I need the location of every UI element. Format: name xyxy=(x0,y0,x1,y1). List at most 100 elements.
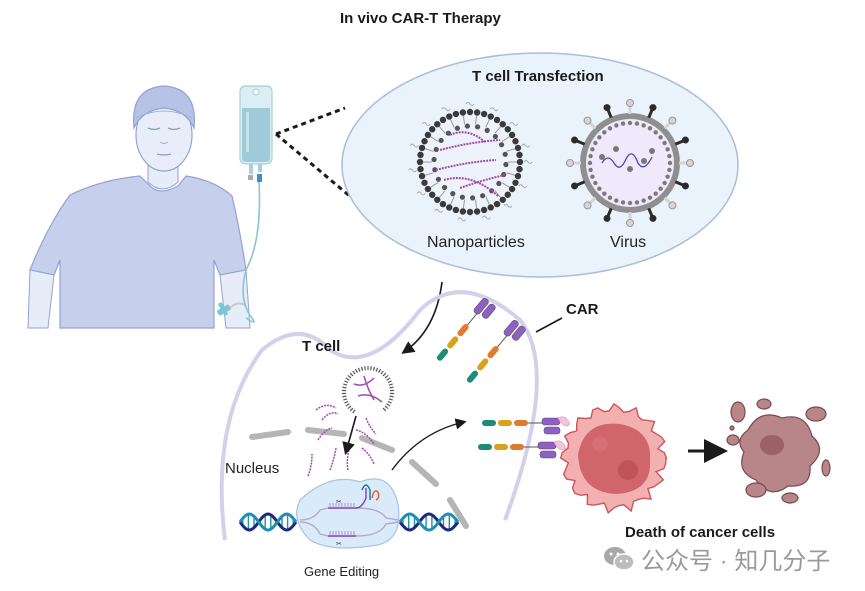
lipid-tail xyxy=(501,182,510,188)
endosome-lipid xyxy=(387,380,392,384)
endosome-lipid xyxy=(344,380,349,384)
zoom-line-top xyxy=(275,106,346,136)
inner-lipid xyxy=(450,191,456,197)
matrix-protein xyxy=(590,147,595,152)
mrna-cargo xyxy=(443,177,499,197)
transfection-title: T cell Transfection xyxy=(472,68,604,85)
dna-strand xyxy=(238,512,298,532)
matrix-protein xyxy=(614,123,619,128)
lipid-head xyxy=(480,206,488,214)
matrix-protein xyxy=(647,126,653,131)
matrix-protein xyxy=(607,195,613,200)
lipid-head xyxy=(493,200,501,208)
inner-lipid xyxy=(502,151,508,157)
gene-editing-complex: ✂ ✂ xyxy=(296,478,400,549)
matrix-protein xyxy=(665,147,670,152)
dna-unwound xyxy=(299,521,329,537)
scfv-heavy xyxy=(503,319,519,337)
mrna-strand xyxy=(355,429,375,445)
scfv-heavy xyxy=(537,441,557,450)
inner-lipid xyxy=(454,125,460,131)
endosome-icon xyxy=(342,366,394,414)
viral-vector-icon xyxy=(566,99,694,227)
wechat-icon xyxy=(603,545,635,573)
lipid-head xyxy=(459,109,467,116)
matrix-protein xyxy=(667,160,673,166)
lipid-tail xyxy=(474,199,478,209)
lipid-tail xyxy=(506,172,516,176)
lipid-head xyxy=(508,185,516,193)
lipid-head xyxy=(466,208,474,216)
car-hinge xyxy=(467,313,477,326)
car-receptor xyxy=(466,319,526,383)
matrix-protein xyxy=(667,167,672,173)
tumor-antigen xyxy=(557,416,571,427)
tumor-antigen xyxy=(553,440,567,451)
car-domain xyxy=(466,370,479,383)
peg-chain xyxy=(421,122,431,127)
patient-mouth xyxy=(156,153,172,156)
genome-protein xyxy=(641,158,647,164)
scfv-heavy xyxy=(541,417,561,426)
car-domain xyxy=(482,420,496,426)
matrix-protein xyxy=(614,198,619,203)
dna-helix-left xyxy=(238,512,298,532)
matrix-protein xyxy=(647,195,653,200)
lipid-head xyxy=(446,204,453,211)
lipid-head xyxy=(473,109,481,116)
watermark: 公众号 · 知几分子 xyxy=(603,541,830,576)
tcell-label: T cell xyxy=(302,338,341,355)
lipid-head xyxy=(487,113,494,120)
lipid-head xyxy=(434,196,441,203)
endosome-lipid xyxy=(389,386,394,389)
lipid-head xyxy=(516,151,523,159)
matrix-protein xyxy=(627,200,633,206)
inner-lipid xyxy=(432,167,438,173)
endosome-lipid xyxy=(354,368,358,374)
mrna-strand xyxy=(307,453,313,477)
inner-lipid xyxy=(498,142,505,148)
spike-head xyxy=(686,159,694,167)
matrix-protein xyxy=(634,200,640,205)
matrix-protein xyxy=(658,135,663,140)
inner-lipid xyxy=(435,176,442,182)
mrna-cargo xyxy=(449,131,486,143)
endosome-lipid xyxy=(364,366,366,371)
matrix-protein xyxy=(627,120,633,126)
mrna-cargo xyxy=(459,174,506,189)
lipid-head xyxy=(424,185,432,193)
lipid-nanoparticle-icon xyxy=(408,102,533,222)
scfv-heavy xyxy=(473,297,489,315)
endosome-lipid xyxy=(343,383,348,386)
inner-lipid xyxy=(496,180,502,187)
car-receptor xyxy=(482,417,561,435)
matrix-protein xyxy=(667,153,672,159)
dna-helix-right xyxy=(398,512,460,532)
dna-unwound xyxy=(299,507,329,521)
dna-strand xyxy=(398,512,460,532)
peg-chain xyxy=(408,168,418,173)
spike-head xyxy=(668,116,677,125)
apoptotic-cell-icon xyxy=(726,398,831,504)
spike-head xyxy=(649,104,657,112)
mrna-cargo xyxy=(439,139,501,151)
patient-shirt xyxy=(29,175,247,329)
endosome-lipid xyxy=(372,366,376,371)
matrix-protein xyxy=(593,140,598,146)
lipid-head xyxy=(499,196,506,203)
lipid-head xyxy=(439,116,447,124)
lipid-head xyxy=(421,138,428,145)
car-domain xyxy=(436,348,449,361)
endosome-lipid xyxy=(345,377,350,381)
peg-chain xyxy=(409,143,419,148)
matrix-protein xyxy=(665,174,670,179)
inner-lipid xyxy=(464,123,470,129)
lipid-tail xyxy=(494,190,502,198)
lipid-head xyxy=(452,206,460,214)
matrix-protein xyxy=(597,186,602,191)
inner-lipid xyxy=(431,156,437,163)
dna-unwound xyxy=(355,521,399,537)
lipid-tail xyxy=(430,182,439,188)
lipid-head xyxy=(416,158,424,166)
endosome-lipid xyxy=(386,377,391,381)
